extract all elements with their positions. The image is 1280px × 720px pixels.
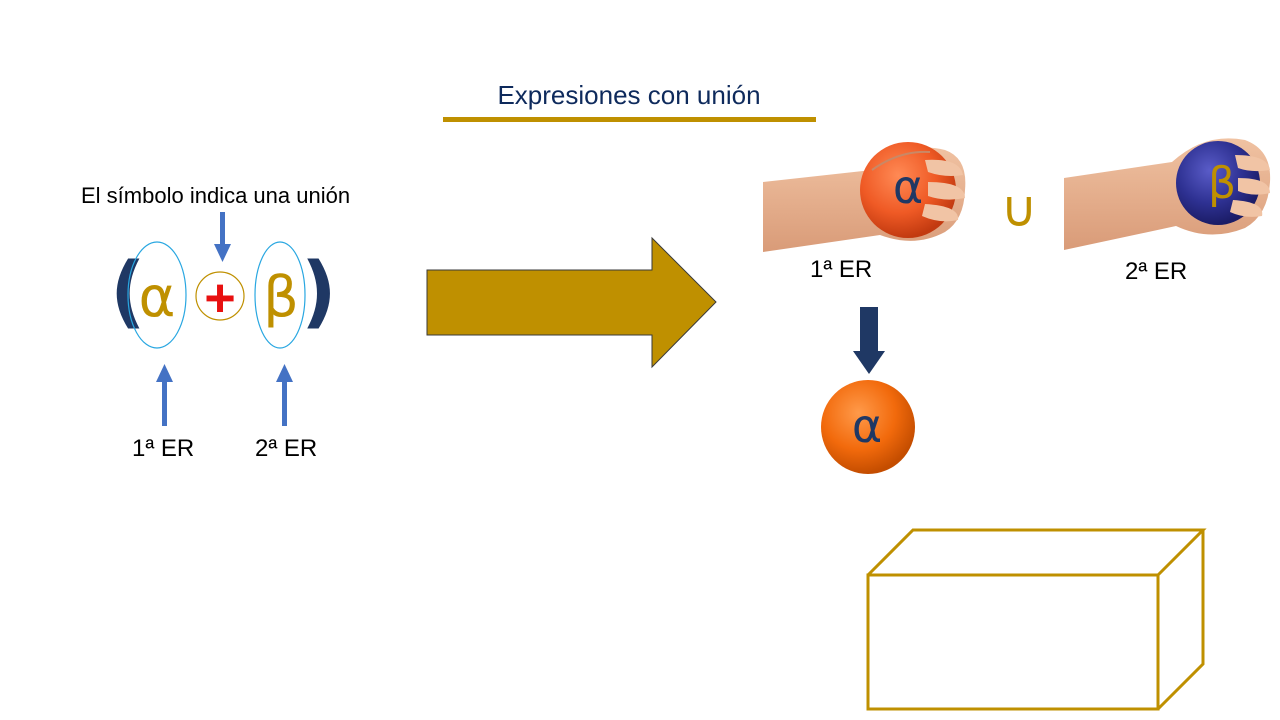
alpha-ball-label: α bbox=[893, 160, 923, 214]
arrow-down-to-result bbox=[853, 307, 885, 374]
plus-circle bbox=[195, 271, 245, 321]
beta-ball-label: β bbox=[1208, 158, 1236, 209]
symbol-note: El símbolo indica una unión bbox=[81, 183, 351, 208]
title-underline bbox=[443, 117, 816, 122]
plus-operator: + bbox=[204, 268, 236, 328]
union-symbol: ∪ bbox=[1001, 180, 1038, 238]
arrow-down-to-plus bbox=[214, 212, 231, 262]
beta-symbol: β bbox=[263, 265, 299, 330]
outline-box bbox=[866, 528, 1207, 711]
arrow-up-to-beta bbox=[276, 364, 293, 426]
hand-holding-alpha bbox=[763, 142, 966, 252]
arrow-up-to-alpha bbox=[156, 364, 173, 426]
hand-holding-beta bbox=[1064, 138, 1271, 250]
result-ball bbox=[821, 380, 915, 474]
beta-ellipse bbox=[254, 241, 306, 349]
alpha-symbol: α bbox=[139, 265, 176, 330]
label-second-er-left: 2ª ER bbox=[255, 435, 318, 462]
result-ball-label: α bbox=[852, 399, 882, 453]
page-title: Expresiones con unión bbox=[497, 80, 761, 110]
label-first-er-right: 1ª ER bbox=[810, 256, 873, 283]
label-first-er-left: 1ª ER bbox=[132, 435, 195, 462]
label-second-er-right: 2ª ER bbox=[1125, 258, 1188, 285]
alpha-ellipse bbox=[127, 241, 187, 349]
big-right-arrow bbox=[426, 236, 717, 369]
close-paren: ) bbox=[301, 247, 337, 337]
